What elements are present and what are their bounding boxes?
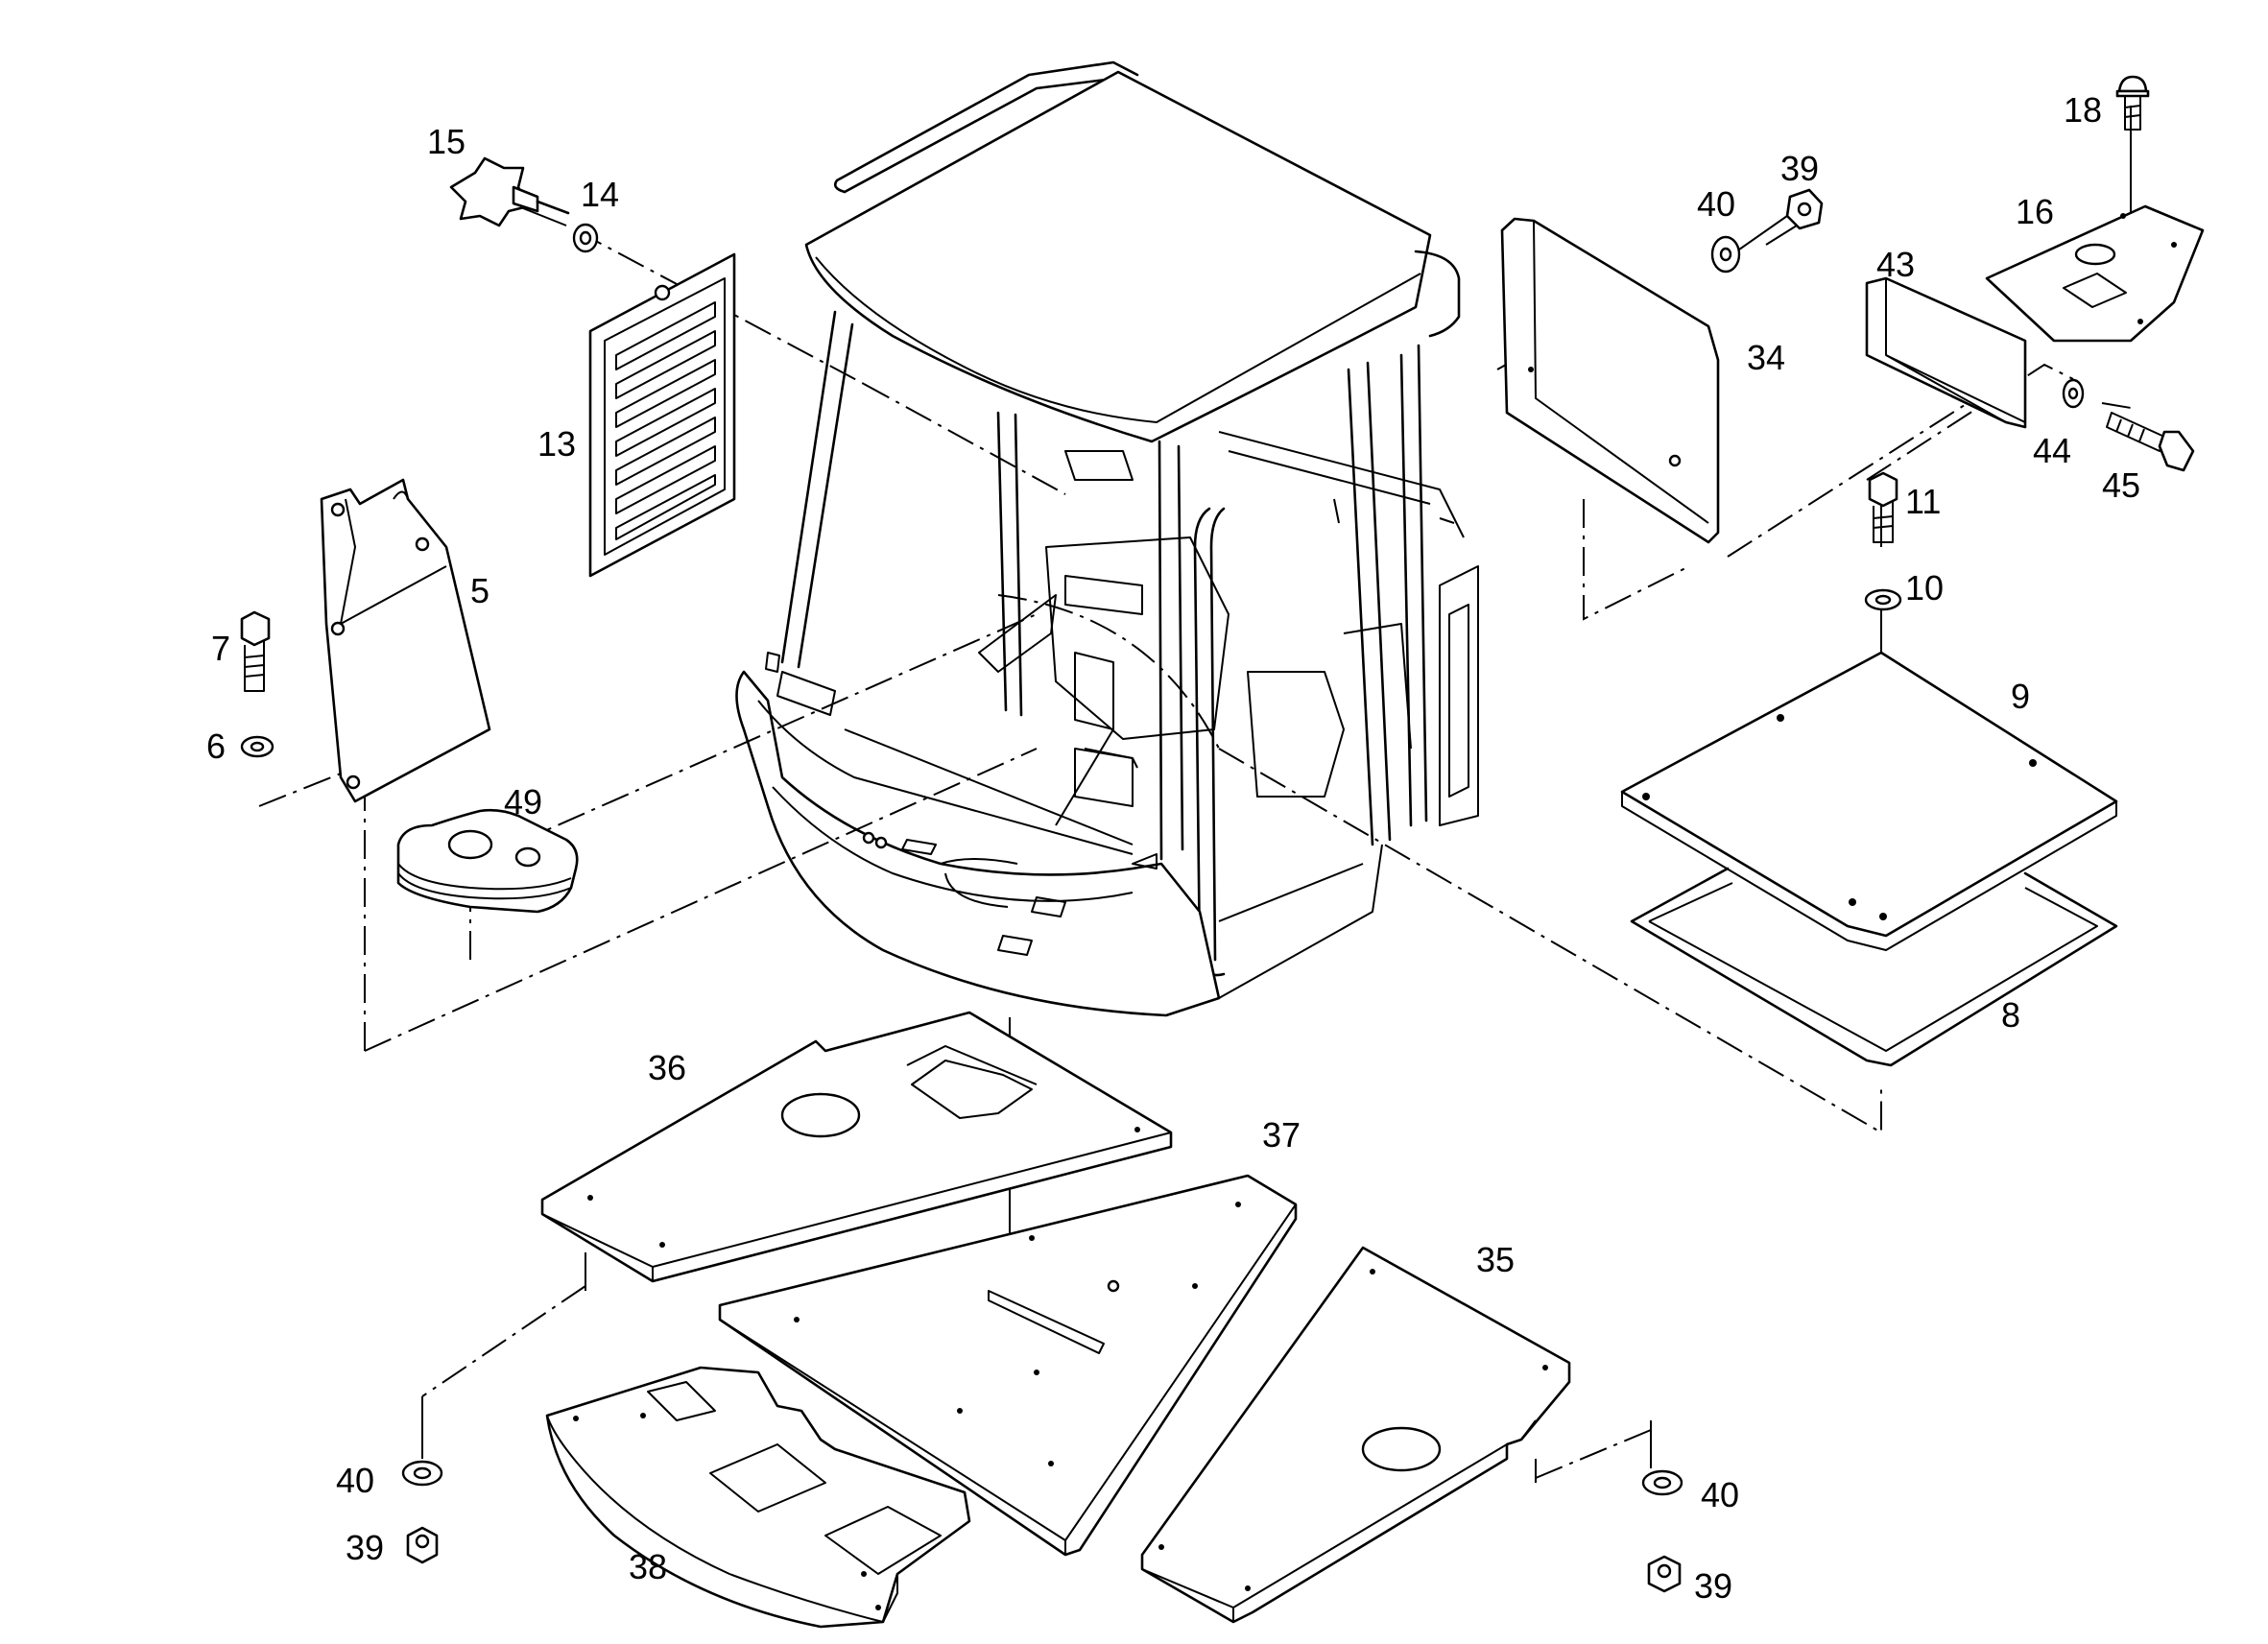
label-15: 15 [427,122,466,161]
floor-mat-38 [545,1366,971,1629]
floor-plate-36 [540,1011,1173,1283]
cab-front-left-pillar [780,310,854,669]
cab-front-right-pillar [1158,440,1184,861]
label-39-top: 39 [1780,149,1819,188]
top-plate-16 [1985,204,2205,343]
star-knob [449,156,570,227]
bolt-11 [1868,471,1898,543]
floor-plate-37 [718,1174,1298,1557]
floor-plate-35 [1140,1246,1571,1624]
nut-39-top [1785,188,1824,230]
nut-39-right [1647,1555,1682,1593]
bolt-7 [240,610,271,692]
label-5: 5 [470,571,489,610]
gasket-frame-8 [1630,867,2118,1067]
nut-39-left [406,1526,439,1564]
angle-bracket-43 [1865,276,2027,429]
label-40-top: 40 [1697,184,1735,224]
label-36: 36 [648,1048,686,1087]
label-34: 34 [1747,338,1785,377]
label-39-left: 39 [346,1528,384,1567]
cab-base-tub [735,670,1221,1017]
label-8: 8 [2001,995,2020,1035]
callout-labels: 5 6 7 8 9 10 11 13 14 15 16 18 34 35 36 … [206,90,2140,1606]
label-9: 9 [2011,677,2030,716]
louver-panel [588,252,736,578]
label-10: 10 [1905,568,1944,608]
rubber-mount-block [396,808,579,914]
label-43: 43 [1876,245,1915,284]
label-45: 45 [2102,465,2140,505]
label-16: 16 [2016,192,2054,231]
label-13: 13 [537,424,576,464]
mounting-bracket [320,478,491,803]
label-37: 37 [1262,1115,1301,1155]
label-35: 35 [1476,1240,1515,1279]
label-14: 14 [581,175,619,214]
cab-assembly [735,60,1479,1017]
label-6: 6 [206,727,226,766]
label-49: 49 [504,782,542,822]
cab-roof [804,70,1432,443]
floor-plate-9 [1620,651,2118,951]
label-38: 38 [629,1547,667,1586]
bolt-45 [2106,412,2195,472]
label-18: 18 [2064,90,2102,130]
label-40-left: 40 [336,1461,374,1500]
label-7: 7 [211,629,230,668]
label-40-right: 40 [1701,1475,1739,1514]
roof-grab-rail [833,60,1139,194]
label-39-right: 39 [1694,1566,1732,1606]
label-11: 11 [1905,482,1941,521]
side-panel-34 [1500,217,1720,544]
cab-rear-pillar [1347,361,1392,846]
screw-18 [2115,75,2150,131]
label-44: 44 [2033,431,2071,470]
